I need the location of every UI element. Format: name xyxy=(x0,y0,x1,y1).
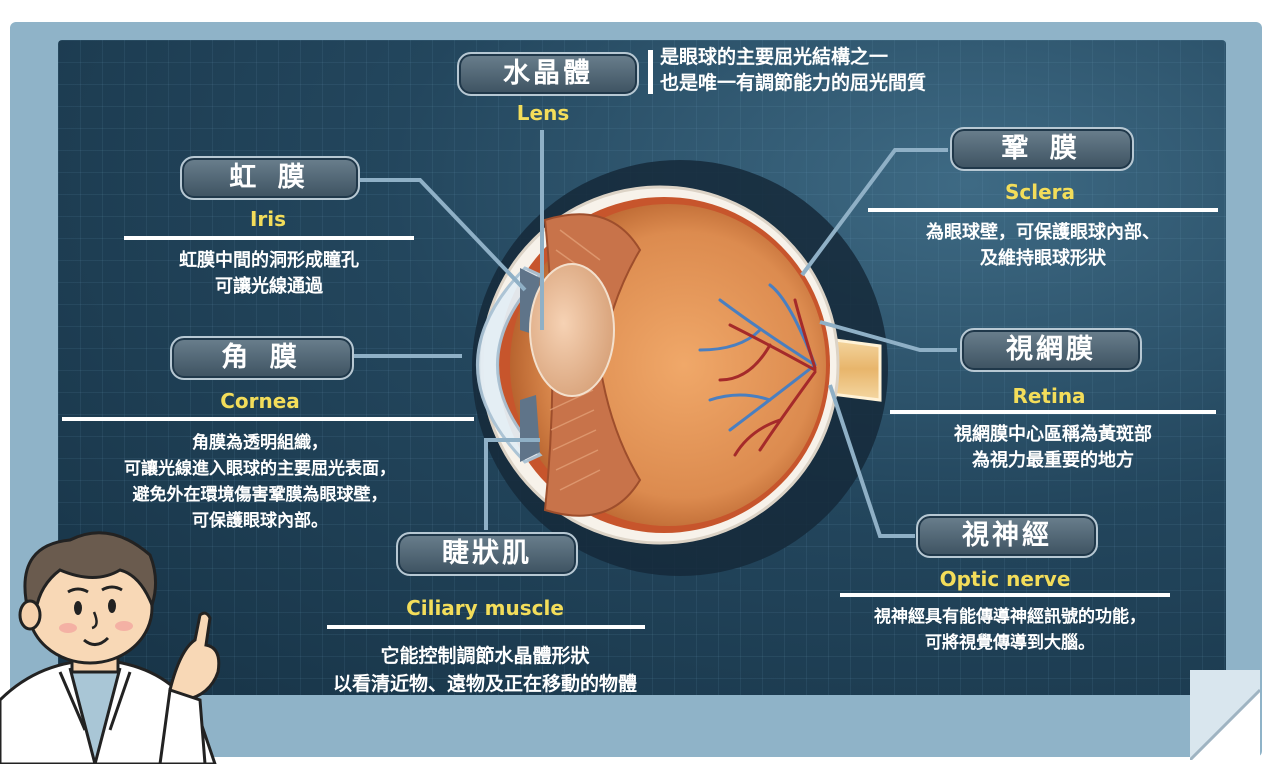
optic-en-label: Optic nerve xyxy=(900,567,1110,591)
ciliary-tag: 睫狀肌 xyxy=(396,532,578,576)
lens-description: 是眼球的主要屈光結構之一 也是唯一有調節能力的屈光間質 xyxy=(660,44,926,96)
optic-tag: 視神經 xyxy=(916,514,1098,558)
optic-rule xyxy=(840,593,1170,597)
iris-en-label: Iris xyxy=(180,207,356,231)
lens-desc-line-2: 也是唯一有調節能力的屈光間質 xyxy=(660,70,926,96)
sclera-desc-line-1: 為眼球壁，可保護眼球內部、 xyxy=(858,220,1228,246)
ciliary-desc-line-2: 以看清近物、遠物及正在移動的物體 xyxy=(240,670,730,698)
optic-desc-line-1: 視神經具有能傳導神經訊號的功能， xyxy=(800,604,1220,630)
iris-desc-line-1: 虹膜中間的洞形成瞳孔 xyxy=(104,248,434,274)
cornea-desc-line-4: 可保護眼球內部。 xyxy=(40,508,480,534)
iris-rule xyxy=(124,236,414,240)
lens-tag: 水晶體 xyxy=(457,52,639,96)
optic-description: 視神經具有能傳導神經訊號的功能， 可將視覺傳導到大腦。 xyxy=(800,604,1220,656)
retina-en-label: Retina xyxy=(960,384,1138,408)
lens-en-label: Lens xyxy=(478,101,608,125)
retina-description: 視網膜中心區稱為黃斑部 為視力最重要的地方 xyxy=(880,422,1226,474)
iris-description: 虹膜中間的洞形成瞳孔 可讓光線通過 xyxy=(104,248,434,300)
sclera-rule xyxy=(868,208,1218,212)
cornea-desc-line-3: 避免外在環境傷害鞏膜為眼球壁， xyxy=(40,482,480,508)
retina-desc-line-1: 視網膜中心區稱為黃斑部 xyxy=(880,422,1226,448)
sclera-en-label: Sclera xyxy=(950,180,1130,204)
sclera-tag: 鞏 膜 xyxy=(950,127,1134,171)
retina-rule xyxy=(890,410,1216,414)
optic-desc-line-2: 可將視覺傳導到大腦。 xyxy=(800,630,1220,656)
cornea-rule xyxy=(62,417,474,421)
lens-desc-line-1: 是眼球的主要屈光結構之一 xyxy=(660,44,926,70)
sclera-desc-line-2: 及維持眼球形狀 xyxy=(858,246,1228,272)
cornea-tag: 角 膜 xyxy=(170,336,354,380)
cornea-desc-line-1: 角膜為透明組織， xyxy=(40,430,480,456)
ciliary-desc-line-1: 它能控制調節水晶體形狀 xyxy=(240,642,730,670)
ciliary-rule xyxy=(327,625,645,629)
ciliary-description: 它能控制調節水晶體形狀 以看清近物、遠物及正在移動的物體 xyxy=(240,642,730,698)
ciliary-en-label: Ciliary muscle xyxy=(360,596,610,620)
retina-desc-line-2: 為視力最重要的地方 xyxy=(880,448,1226,474)
page-fold-corner xyxy=(1190,670,1260,760)
lens-divider xyxy=(648,50,653,94)
cornea-en-label: Cornea xyxy=(170,389,350,413)
sclera-description: 為眼球壁，可保護眼球內部、 及維持眼球形狀 xyxy=(858,220,1228,272)
iris-desc-line-2: 可讓光線通過 xyxy=(104,274,434,300)
iris-tag: 虹 膜 xyxy=(180,156,360,200)
cornea-description: 角膜為透明組織， 可讓光線進入眼球的主要屈光表面， 避免外在環境傷害鞏膜為眼球壁… xyxy=(40,430,480,534)
retina-tag: 視網膜 xyxy=(960,328,1142,372)
cornea-desc-line-2: 可讓光線進入眼球的主要屈光表面， xyxy=(40,456,480,482)
